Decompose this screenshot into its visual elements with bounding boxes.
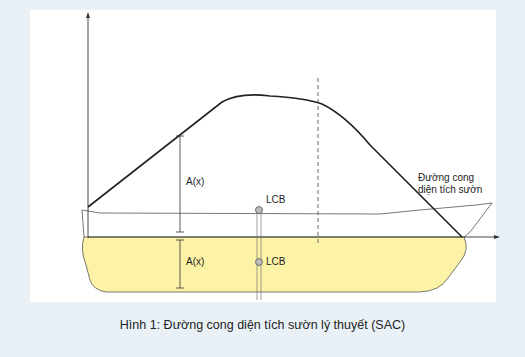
figure-caption: Hình 1: Đường cong diện tích sườn lý thu… bbox=[0, 318, 525, 332]
dimension-tick bbox=[176, 136, 184, 137]
dimension-line bbox=[180, 136, 181, 232]
axis-arrow bbox=[86, 12, 90, 18]
dimension-tick bbox=[176, 288, 184, 289]
lcb-marker bbox=[256, 207, 263, 214]
dimension-tick bbox=[176, 232, 184, 233]
dimension-tick bbox=[176, 240, 184, 241]
ship-profile bbox=[82, 203, 492, 237]
lcb-label: LCB bbox=[266, 194, 285, 206]
dimension-line bbox=[180, 240, 181, 288]
lcb-label: LCB bbox=[266, 256, 285, 268]
ship-hull bbox=[82, 237, 466, 292]
axis-arrow bbox=[494, 235, 500, 239]
midship-line bbox=[318, 78, 319, 245]
x-axis bbox=[88, 237, 498, 238]
dimension-label: A(x) bbox=[186, 256, 204, 268]
lcb-line bbox=[261, 210, 262, 300]
y-axis bbox=[88, 14, 89, 238]
lcb-line bbox=[257, 210, 258, 300]
lcb-marker bbox=[256, 259, 263, 266]
dimension-label: A(x) bbox=[186, 176, 204, 188]
curve-label: Đường cong diện tích sườn bbox=[418, 172, 492, 196]
sac-curve bbox=[88, 95, 462, 237]
figure-panel bbox=[30, 10, 496, 302]
